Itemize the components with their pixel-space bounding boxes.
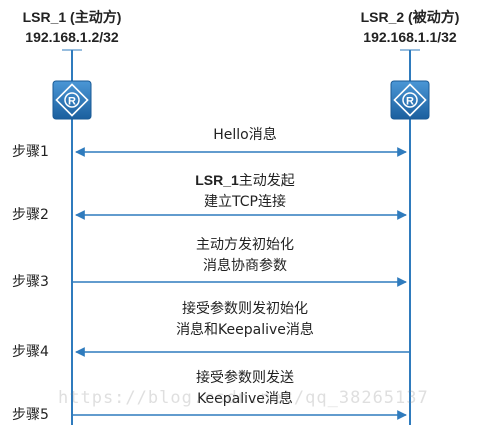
step-1-message: Hello消息 bbox=[100, 125, 390, 146]
step-2-line-2: 建立TCP连接 bbox=[204, 194, 286, 210]
step-2-line-1: LSR_1主动发起 bbox=[100, 170, 390, 192]
step-label-5: 步骤5 bbox=[12, 407, 49, 423]
right-node-title: LSR_2 (被动方) bbox=[360, 9, 460, 25]
step-label-4: 步骤4 bbox=[12, 344, 49, 360]
left-node-ip: 192.168.1.2/32 bbox=[25, 29, 119, 45]
step-label-2: 步骤2 bbox=[12, 207, 49, 223]
router-icon: R bbox=[52, 80, 92, 120]
step-5-message: 接受参数则发送 Keepalive消息 bbox=[100, 368, 390, 410]
watermark: https://blog.csdn.net/qq_38265137 bbox=[58, 388, 429, 408]
left-node-title: LSR_1 (主动方) bbox=[22, 9, 122, 25]
step-1-line-1: Hello消息 bbox=[213, 127, 277, 143]
router-icon: R bbox=[390, 80, 430, 120]
step-4-line-1: 接受参数则发初始化 bbox=[182, 301, 308, 317]
step-3-line-1: 主动方发初始化 bbox=[196, 237, 294, 253]
step-3-message: 主动方发初始化 消息协商参数 bbox=[100, 235, 390, 277]
router-glyph-right: R bbox=[406, 96, 414, 108]
step-5-line-2: Keepalive消息 bbox=[197, 391, 293, 407]
step-label-3: 步骤3 bbox=[12, 274, 49, 290]
step-4-line-2: 消息和Keepalive消息 bbox=[176, 322, 314, 338]
step-2-bold-prefix: LSR_1 bbox=[195, 172, 239, 188]
step-3-line-2: 消息协商参数 bbox=[203, 258, 287, 274]
right-node-ip: 192.168.1.1/32 bbox=[363, 29, 457, 45]
step-label-1: 步骤1 bbox=[12, 144, 49, 160]
step-2-line-1-text: 主动发起 bbox=[238, 173, 295, 189]
step-2-message: LSR_1主动发起 建立TCP连接 bbox=[100, 170, 390, 213]
step-4-message: 接受参数则发初始化 消息和Keepalive消息 bbox=[100, 299, 390, 341]
step-5-line-1: 接受参数则发送 bbox=[196, 370, 294, 386]
router-glyph-left: R bbox=[68, 96, 76, 108]
